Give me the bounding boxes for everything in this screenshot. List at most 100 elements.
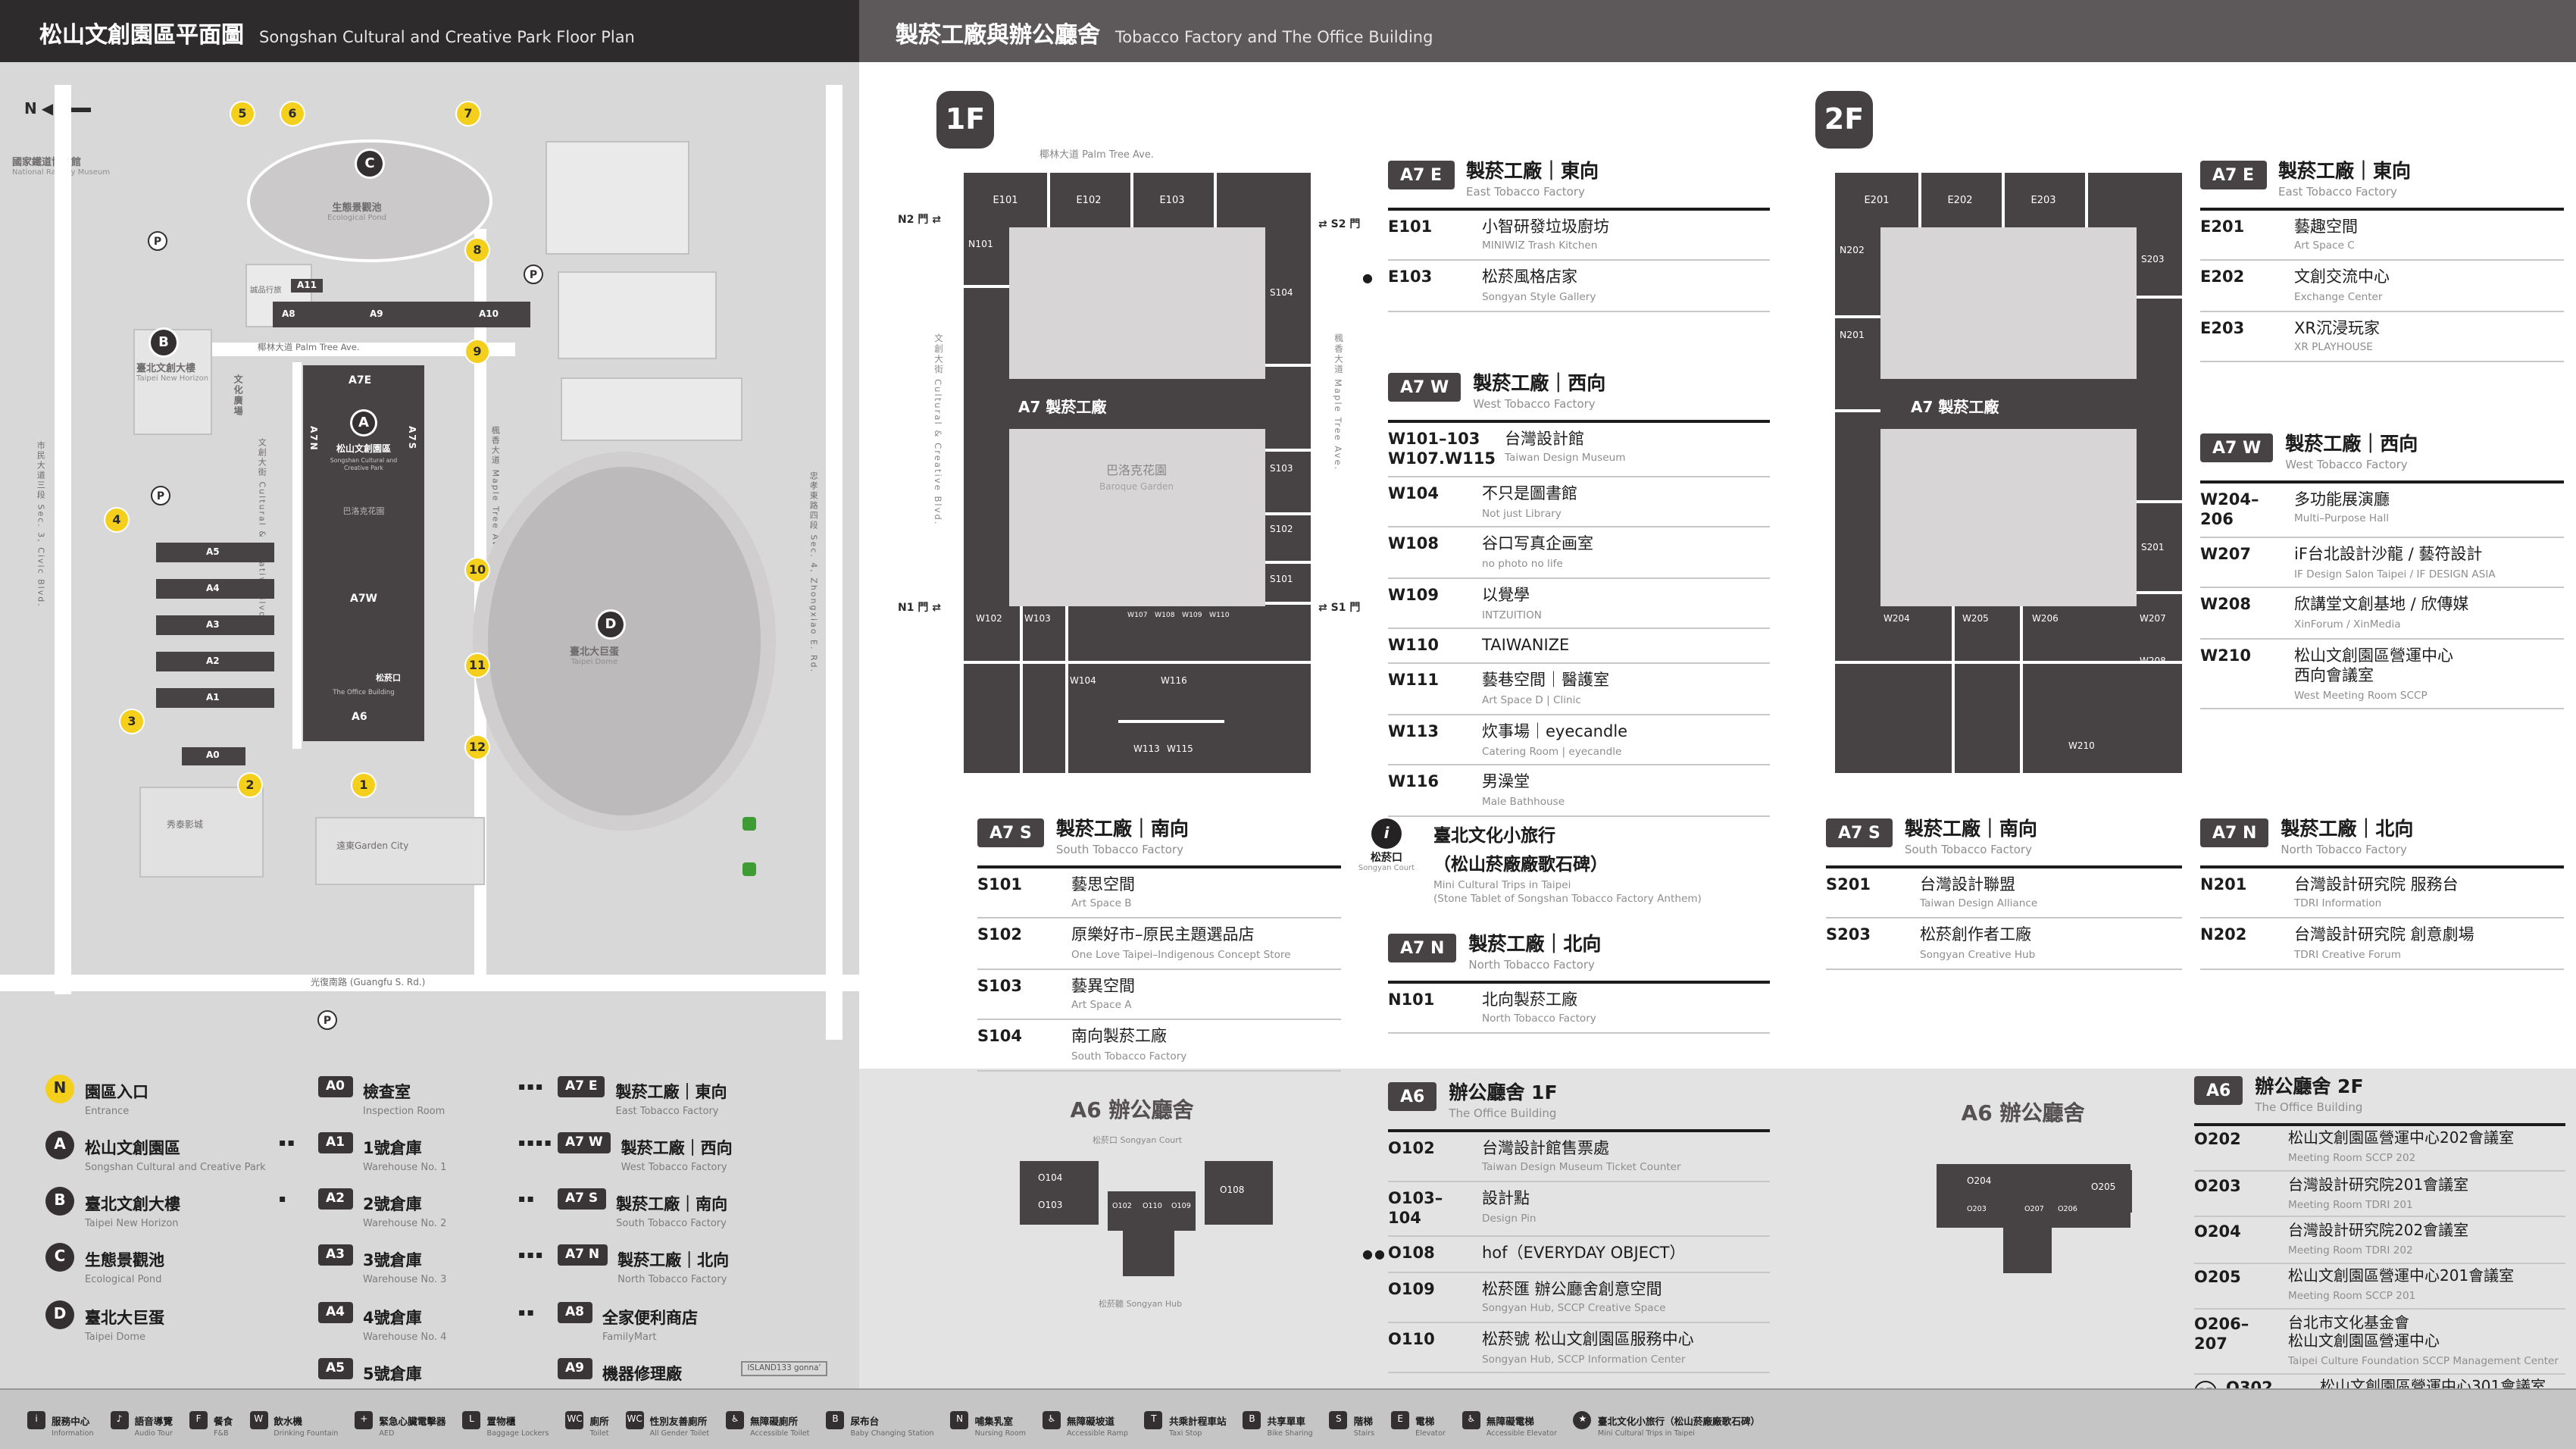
facility-zh: 尿布台	[850, 1416, 880, 1427]
room-code: S104	[977, 1028, 1022, 1047]
room-name-en: Songyan Hub, SCCP Information Center	[1482, 1353, 1686, 1366]
legend-row: A5 5號倉庫Warehouse No. 5	[318, 1356, 546, 1388]
room-code: W116	[1388, 773, 1439, 792]
legend-row-icons: ▪▪▪▪	[518, 1137, 553, 1150]
entrance-marker-1: 1	[352, 774, 375, 796]
chip-a6: A6	[352, 711, 367, 723]
street-label-top: 椰林大道 Palm Tree Ave.	[1039, 149, 1154, 161]
floor-badge-2f: 2F	[1815, 91, 1873, 149]
room-label: E102	[1076, 194, 1102, 206]
legend-row-icons: ▪	[279, 1193, 288, 1206]
songyan-court-label: 松菸口	[376, 674, 402, 684]
room-code: W111	[1388, 671, 1439, 690]
room-code: S101	[977, 875, 1022, 894]
floor-badge-1f: 1F	[936, 91, 994, 149]
room-label: W208	[2140, 656, 2166, 667]
pond-label: 生態景觀池 Ecological Pond	[327, 202, 387, 224]
room-label: W204	[1884, 614, 1910, 624]
baroque-garden: 巴洛克花園 Baroque Garden	[1099, 464, 1174, 493]
room-name-en: Catering Room | eyecandle	[1482, 745, 1622, 758]
facility-zh: 電梯	[1415, 1416, 1435, 1427]
legend-badge: A8	[558, 1301, 592, 1322]
room-name-en: Art Space D | Clinic	[1482, 694, 1581, 707]
room-label: S201	[2141, 543, 2165, 553]
facility-en: Baby Changing Station	[850, 1430, 934, 1438]
legend-marker-badge: D	[45, 1300, 74, 1329]
chip-a2: A2	[206, 656, 220, 667]
room-code: S102	[977, 926, 1022, 945]
room-code: O103–104	[1388, 1190, 1443, 1228]
room-name-en: Art Space C	[2294, 239, 2355, 252]
facility-en: AED	[379, 1430, 395, 1438]
room-code: W104	[1388, 485, 1439, 503]
row-icons: ●●	[1362, 1247, 1386, 1262]
room-label: S102	[1270, 524, 1293, 535]
facility-icon: E	[1391, 1410, 1410, 1429]
room-label: N201	[1840, 330, 1865, 341]
entrance-marker-2: 2	[239, 774, 261, 796]
room-code: E202	[2200, 268, 2245, 287]
section-title: 製菸工廠｜北向	[2281, 817, 2414, 840]
legend-badge: A0	[318, 1076, 352, 1097]
chip-a11: A11	[291, 279, 323, 293]
room-name-en: IF Design Salon Taipei / IF DESIGN ASIA	[2294, 568, 2496, 581]
room-name-zh: 以覺學	[1482, 586, 1530, 605]
pin-c: C	[357, 151, 383, 177]
park-map: N◀ 國家鐵道博物館 National Railway Museum 市民大道三…	[0, 62, 859, 1388]
section-title: 製菸工廠｜西向	[1473, 371, 1606, 394]
room-name-zh: 多功能展演廳	[2294, 490, 2390, 509]
section-subtitle: North Tobacco Factory	[1468, 957, 1595, 972]
legend-en: Songshan Cultural and Creative Park	[85, 1161, 266, 1174]
room-name-zh: 松山文創園區營運中心202會議室	[2288, 1131, 2515, 1148]
room-label: W103	[1024, 614, 1051, 624]
table-row: ●● O108 hof（EVERYDAY OBJECT）	[1362, 1238, 1770, 1273]
room-name-zh: 台灣設計聯盟	[1920, 875, 2015, 894]
facility-en: Baggage Lockers	[486, 1430, 549, 1438]
entrance-marker-11: 11	[466, 654, 489, 677]
room-code: W208	[2200, 596, 2251, 615]
room-name-zh: 松菸創作者工廠	[1920, 926, 2031, 945]
room-name-zh: 藝趣空間	[2294, 218, 2358, 236]
room-label: O108	[1220, 1185, 1245, 1196]
court-note-subtitle: Mini Cultural Trips in Taipei (Stone Tab…	[1433, 879, 1702, 906]
room-name-zh: 台灣設計研究院 創意劇場	[2294, 926, 2474, 945]
facility-icon: i	[27, 1410, 45, 1429]
baroque-garden-label: 巴洛克花園	[342, 508, 385, 517]
section-badge: A7 N	[1388, 934, 1457, 962]
section-subtitle: South Tobacco Factory	[1904, 842, 2032, 856]
room-name-zh: 藝巷空間｜醫護室	[1482, 671, 1609, 690]
chip-a3: A3	[206, 620, 220, 631]
room-code: O204	[2194, 1222, 2241, 1241]
room-name-en: Songyan Style Gallery	[1482, 290, 1596, 303]
facility-zh: 共乘計程車站	[1168, 1416, 1227, 1427]
entrance-marker-5: 5	[231, 102, 254, 125]
room-code: W113	[1388, 722, 1439, 741]
facility-icon: WC	[625, 1410, 644, 1429]
facility-zh: 飲水機	[274, 1416, 302, 1427]
facility-zh: 階梯	[1353, 1416, 1373, 1427]
legend-zh: 製菸工廠｜東向	[615, 1084, 727, 1102]
room-name-en: TDRI Creative Forum	[2294, 948, 2401, 961]
room-name-en: Taiwan Design Museum	[1505, 452, 1626, 465]
room-label: S203	[2141, 255, 2165, 265]
legend-badge: A7 S	[558, 1188, 606, 1210]
legend-en: Warehouse No. 5	[363, 1386, 446, 1388]
